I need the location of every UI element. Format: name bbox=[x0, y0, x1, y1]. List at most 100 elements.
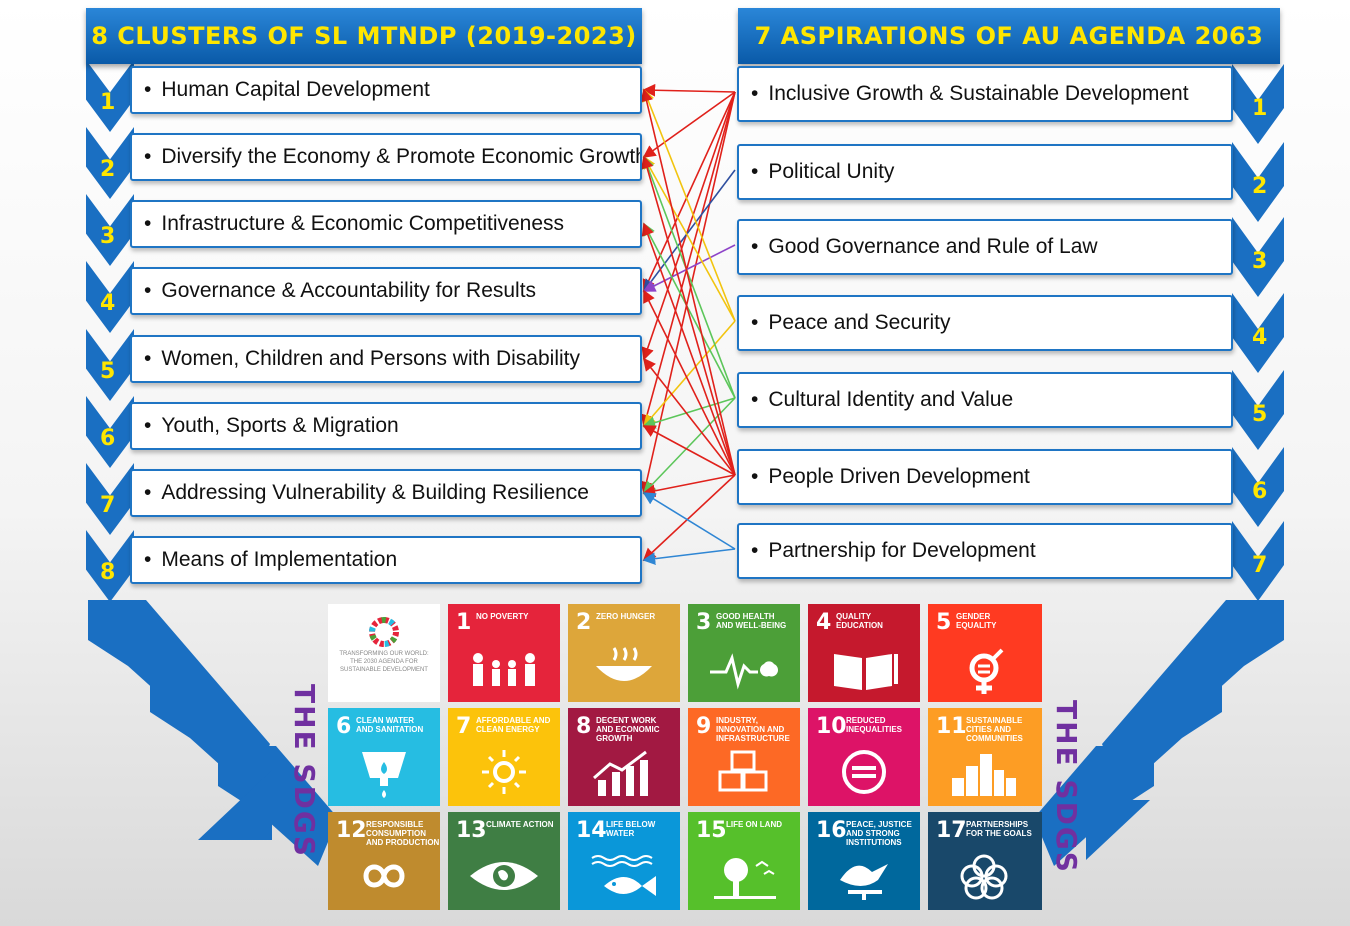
cluster-item-6: • Youth, Sports & Migration bbox=[130, 402, 642, 450]
cluster-item-label: Youth, Sports & Migration bbox=[161, 414, 399, 437]
sdg-wheel-icon bbox=[369, 617, 399, 647]
sdg-label: DECENT WORK AND ECONOMIC GROWTH bbox=[596, 716, 660, 743]
sdg-number: 14 bbox=[576, 818, 607, 843]
eye-globe-icon bbox=[470, 862, 538, 890]
sdg-number: 8 bbox=[576, 714, 592, 739]
aspiration-item-label: People Driven Development bbox=[768, 465, 1030, 488]
gender-icon bbox=[969, 648, 1004, 694]
sdg-number: 11 bbox=[936, 714, 967, 739]
sdg-label: GENDER EQUALITY bbox=[956, 612, 997, 630]
aspiration-number: 5 bbox=[1252, 402, 1268, 427]
link-arrow bbox=[641, 155, 736, 399]
bullet-icon: • bbox=[144, 279, 152, 302]
link-arrow bbox=[643, 289, 736, 476]
bullet-icon: • bbox=[751, 311, 759, 334]
sdg-label: REDUCED INEQUALITIES bbox=[846, 716, 903, 734]
cluster-item-2: •Diversify the Economy & Promote Economi… bbox=[130, 133, 642, 181]
chevron-shape bbox=[1232, 521, 1284, 601]
link-arrow bbox=[642, 474, 736, 498]
link-arrow bbox=[643, 357, 736, 476]
bullet-icon: • bbox=[144, 548, 152, 571]
bullet-icon: • bbox=[144, 78, 152, 101]
book-icon bbox=[834, 654, 898, 690]
sdg-logo-text: TRANSFORMING OUR WORLD: THE 2030 AGENDA … bbox=[339, 651, 429, 673]
link-arrow bbox=[642, 244, 736, 292]
chevron-shape bbox=[86, 194, 134, 266]
chevron-shape bbox=[86, 127, 134, 199]
bullet-icon: • bbox=[751, 235, 759, 258]
cluster-number: 1 bbox=[100, 90, 116, 115]
growth-chart-icon bbox=[593, 750, 648, 796]
aspiration-item-4: •Peace and Security bbox=[737, 295, 1233, 351]
sdg-number: 12 bbox=[336, 818, 367, 843]
bullet-icon: • bbox=[144, 212, 152, 235]
clusters-header: 8 CLUSTERS OF SL MTNDP (2019-2023) bbox=[86, 8, 642, 64]
sun-icon bbox=[482, 750, 526, 794]
chevron-shape bbox=[86, 530, 134, 602]
aspiration-number: 4 bbox=[1252, 325, 1268, 350]
cluster-item-7: •Addressing Vulnerability & Building Res… bbox=[130, 469, 642, 517]
sdg-number: 2 bbox=[576, 610, 592, 635]
link-arrow bbox=[642, 397, 736, 429]
family-icon bbox=[473, 653, 535, 686]
aspiration-item-label: Cultural Identity and Value bbox=[768, 388, 1014, 411]
bullet-icon: • bbox=[751, 160, 759, 183]
aspiration-number: 7 bbox=[1252, 553, 1268, 578]
bullet-icon: • bbox=[751, 82, 759, 105]
chevron-shape bbox=[86, 396, 134, 468]
dove-icon bbox=[840, 864, 888, 900]
diagonal-arrow-shape bbox=[1086, 800, 1150, 860]
sdg-label: LIFE ON LAND bbox=[726, 820, 782, 829]
sdg-number: 3 bbox=[696, 610, 712, 635]
aspiration-item-label: Political Unity bbox=[768, 160, 895, 183]
chevron-shape bbox=[86, 329, 134, 401]
sdg-label: INDUSTRY, INNOVATION AND INFRASTRUCTURE bbox=[716, 716, 790, 743]
aspirations-header: 7 ASPIRATIONS OF AU AGENDA 2063 bbox=[738, 8, 1280, 64]
sdg-label: ZERO HUNGER bbox=[596, 612, 656, 621]
chevron-shape bbox=[1232, 293, 1284, 373]
chevron-shape bbox=[1232, 217, 1284, 297]
bowl-icon bbox=[596, 647, 652, 681]
link-arrow bbox=[640, 91, 736, 428]
sdg-label: RESPONSIBLE CONSUMPTION AND PRODUCTION bbox=[366, 820, 440, 847]
aspiration-number: 2 bbox=[1252, 174, 1268, 199]
aspiration-item-2: • Political Unity bbox=[737, 144, 1233, 200]
cluster-item-3: •Infrastructure & Economic Competitivene… bbox=[130, 200, 642, 248]
link-arrow bbox=[642, 474, 736, 562]
cluster-item-4: •Governance & Accountability for Results bbox=[130, 267, 642, 315]
bullet-icon: • bbox=[751, 539, 759, 562]
link-arrow bbox=[641, 222, 736, 476]
chevron-shape bbox=[1232, 370, 1284, 450]
bullet-icon: • bbox=[751, 465, 759, 488]
aspiration-item-label: Inclusive Growth & Sustainable Developme… bbox=[768, 82, 1189, 105]
link-arrow bbox=[642, 425, 736, 476]
bullet-icon: • bbox=[144, 481, 152, 504]
cluster-number: 2 bbox=[100, 157, 116, 182]
chevron-shape bbox=[86, 60, 134, 132]
chevron-shape bbox=[1232, 64, 1284, 144]
cluster-item-label: Diversify the Economy & Promote Economic… bbox=[161, 145, 642, 168]
cluster-item-label: Means of Implementation bbox=[161, 548, 398, 571]
link-arrow bbox=[642, 88, 736, 322]
sdg-label: CLIMATE ACTION bbox=[486, 820, 554, 829]
sdgs-label-right: THE SDGS bbox=[1050, 700, 1083, 874]
bullet-icon: • bbox=[751, 388, 759, 411]
link-arrow bbox=[640, 88, 736, 476]
aspiration-item-1: • Inclusive Growth & Sustainable Developm… bbox=[737, 66, 1233, 122]
link-arrow bbox=[643, 155, 736, 322]
link-arrow bbox=[642, 91, 736, 158]
sdg-label: PARTNERSHIPS FOR THE GOALS bbox=[966, 820, 1032, 838]
link-arrow bbox=[641, 91, 736, 361]
bullet-icon: • bbox=[144, 414, 152, 437]
sdg-number: 1 bbox=[456, 610, 472, 635]
chevron-shape bbox=[1232, 447, 1284, 527]
